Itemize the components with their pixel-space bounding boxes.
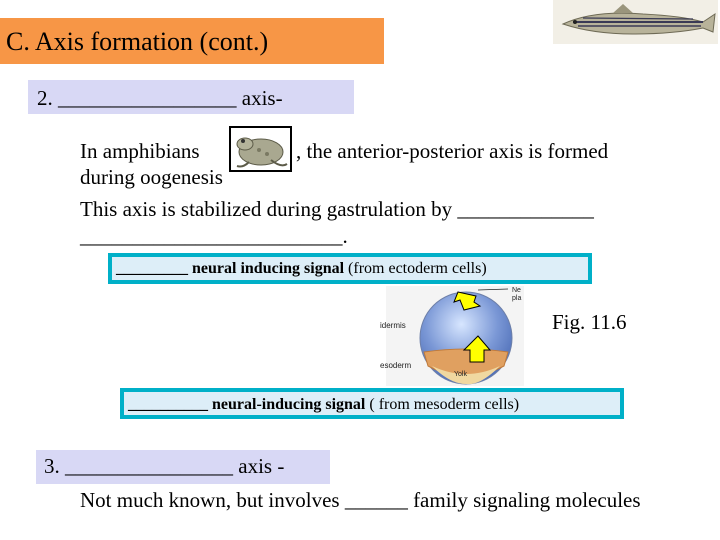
ectoderm-signal-inner — [112, 257, 588, 280]
mesoderm-signal-inner — [124, 392, 620, 415]
signaling-molecules-text: Not much known, but involves ______ fami… — [80, 488, 641, 512]
stabilized-text: This axis is stabilized during gastrulat… — [80, 197, 594, 221]
yolk-label: Yolk — [454, 371, 467, 378]
mesoderm-label: esoderm — [380, 361, 411, 370]
frog-image — [229, 126, 292, 172]
mesoderm-signal-label: __________ neural-inducing signal — [128, 396, 366, 413]
title-bar — [0, 18, 384, 64]
embryo-diagram: idermis esoderm Yolk Ne pla — [380, 286, 530, 386]
figure-label: Fig. 11.6 — [552, 310, 627, 334]
axis-formed-text: , the anterior-posterior axis is formed — [296, 139, 609, 163]
ectoderm-signal-source: (from ectoderm cells) — [344, 260, 487, 277]
arrow-icon — [462, 335, 492, 363]
neural-label: Ne — [512, 287, 521, 294]
epidermis-label: idermis — [380, 321, 406, 330]
page-title: C. Axis formation (cont.) — [6, 27, 269, 56]
mesoderm-signal-source: ( from mesoderm cells) — [365, 396, 520, 413]
arrow-icon — [453, 291, 482, 311]
mesoderm-signal-text: __________ neural-inducing signal ( from… — [128, 394, 519, 416]
section-2-heading: 2. _________________ axis- — [37, 86, 283, 110]
plate-label: pla — [512, 295, 521, 302]
section-3-box — [36, 450, 330, 484]
ectoderm-signal-label: _________ neural inducing signal — [116, 260, 345, 277]
amphibian-text: In amphibians — [80, 139, 200, 163]
blank-line-text: _________________________. — [80, 224, 348, 248]
oogenesis-text: during oogenesis — [80, 165, 223, 189]
section-2-box — [28, 80, 354, 114]
section-3-heading: 3. ________________ axis - — [44, 454, 285, 478]
zebrafish-image — [553, 0, 718, 44]
ectoderm-signal-text: _________ neural inducing signal (from e… — [116, 258, 487, 280]
